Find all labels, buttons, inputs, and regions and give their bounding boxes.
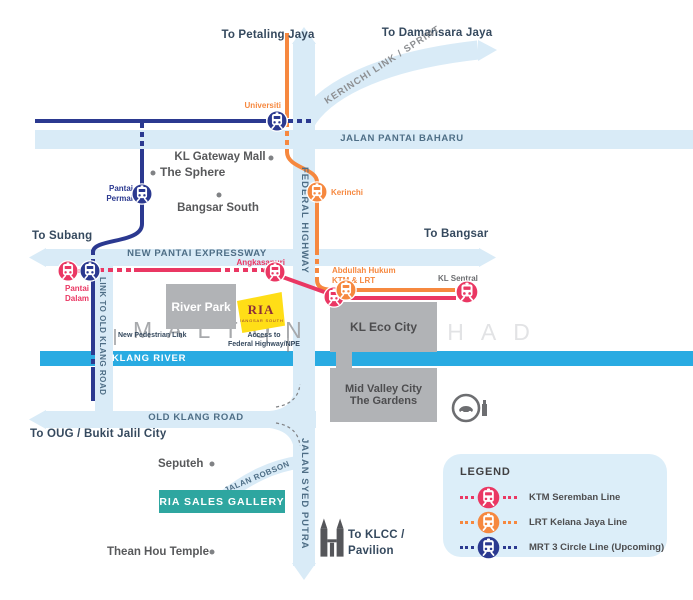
annotation-access-npe: Access to Federal Highway/NPE (228, 332, 300, 349)
label-federal-highway: FEDERAL HIGHWAY (298, 167, 310, 274)
dotted-line-icon (503, 521, 517, 524)
poi-dot-seputeh (209, 461, 215, 467)
kl-eco-city-box: KL Eco City (330, 302, 437, 352)
petronas-towers-icon (317, 517, 347, 557)
jalan-syed-putra-down-arrow (292, 563, 316, 580)
dest-subang: To Subang (32, 230, 93, 242)
road-new-pantai-expressway (44, 249, 480, 266)
legend-item-lrt: LRT Kelana Jaya Line (457, 511, 627, 534)
label-jalan-syed-putra: JALAN SYED PUTRA (298, 438, 310, 550)
npe-left-arrow (29, 248, 46, 267)
dest-damansara-jaya: To Damansara Jaya (381, 27, 493, 39)
ria-logo: RIA (247, 301, 275, 317)
dest-klcc-pavilion: To KLCC / Pavilion (348, 529, 405, 557)
npe-right-arrow (479, 248, 496, 267)
train-station-icon-kl-sentral (455, 280, 479, 304)
dest-bangsar: To Bangsar (424, 228, 489, 240)
train-icon-lrt (477, 511, 500, 534)
legend-label-lrt: LRT Kelana Jaya Line (529, 517, 628, 528)
ktm-seremban-line (68, 268, 456, 300)
legend-title: LEGEND (460, 466, 511, 478)
train-icon-ktm (477, 486, 500, 509)
train-station-icon-pantai-dalam-mrt (79, 260, 101, 282)
roundabout-car-icon (450, 392, 490, 426)
road-old-klang (44, 411, 316, 428)
train-station-icon-pantai-permai (131, 183, 153, 205)
station-label-kerinchi: Kerinchi (331, 188, 364, 197)
poi-dot-kl-gateway-mall (268, 155, 274, 161)
mid-valley-box: Mid Valley City The Gardens (330, 368, 437, 422)
road-link-old-klang (95, 266, 113, 412)
legend-item-mrt: MRT 3 Circle Line (Upcoming) (457, 536, 664, 559)
dotted-line-icon (460, 521, 474, 524)
label-klang-river: KLANG RIVER (112, 353, 187, 364)
place-the-sphere: The Sphere (160, 165, 226, 179)
legend-label-mrt: MRT 3 Circle Line (Upcoming) (529, 542, 665, 553)
poi-dot-bangsar-south (216, 192, 222, 198)
label-new-pantai-expressway: NEW PANTAI EXPRESSWAY (127, 248, 267, 259)
station-label-angkasapuri: Angkasapuri (236, 258, 285, 267)
ria-logo-caption: BANGSAR SOUTH (238, 317, 284, 323)
dest-oug-bukit-jalil: To OUG / Bukit Jalil City (30, 428, 167, 440)
place-thean-hou-temple: Thean Hou Temple (107, 546, 210, 558)
label-jalan-pantai-baharu: JALAN PANTAI BAHARU (340, 133, 464, 144)
eco-city-midvalley-connector (336, 348, 352, 370)
dotted-line-icon (460, 546, 474, 549)
ria-sales-gallery-box: RIA SALES GALLERY (159, 490, 285, 513)
dotted-line-icon (503, 546, 517, 549)
train-station-icon-universiti (266, 110, 288, 132)
station-label-pantai-permai: Pantai Permai (106, 184, 133, 203)
legend-panel: LEGEND KTM Seremban Line LRT Kelana Jaya… (443, 454, 667, 559)
klang-river-band (40, 351, 693, 366)
place-seputeh: Seputeh (158, 458, 204, 470)
train-icon-mrt (477, 536, 500, 559)
place-bangsar-south: Bangsar South (177, 202, 259, 214)
station-label-abdullah-hukum: Abdullah Hukum KTM & LRT (332, 266, 396, 285)
train-station-icon-abdullah-hukum-lrt (335, 279, 357, 301)
place-kl-gateway-mall: KL Gateway Mall (174, 151, 266, 163)
train-station-icon-kerinchi (306, 181, 328, 203)
station-label-pantai-dalam: Pantai Dalam (64, 284, 90, 303)
old-klang-left-arrow (29, 410, 46, 429)
dotted-line-icon (503, 496, 517, 499)
river-park-box: River Park (166, 284, 236, 329)
dotted-line-icon (460, 496, 474, 499)
label-link-old-klang: LINK TO OLD KLANG ROAD (98, 277, 108, 396)
legend-label-ktm: KTM Seremban Line (529, 492, 621, 503)
slip-road-north (268, 371, 313, 427)
road-jalan-pantai-baharu (35, 130, 693, 149)
federal-highway-up-arrow (292, 27, 316, 44)
legend-item-ktm: KTM Seremban Line (457, 486, 620, 509)
train-station-icon-angkasapuri (264, 261, 286, 283)
station-label-universiti: Universiti (244, 101, 281, 110)
train-station-icon-pantai-dalam-ktm (57, 260, 79, 282)
kerinchi-link-arrow (478, 40, 497, 61)
label-old-klang-road: OLD KLANG ROAD (148, 412, 244, 423)
poi-dot-the-sphere (150, 170, 156, 176)
dest-petaling-jaya: To Petaling Jaya (221, 29, 315, 41)
annotation-pedestrian-link: New Pedestrian Link (118, 332, 187, 339)
station-label-kl-sentral: KL Sentral (438, 274, 478, 283)
road-layer (29, 27, 693, 580)
poi-dot-thean-hou (209, 549, 215, 555)
